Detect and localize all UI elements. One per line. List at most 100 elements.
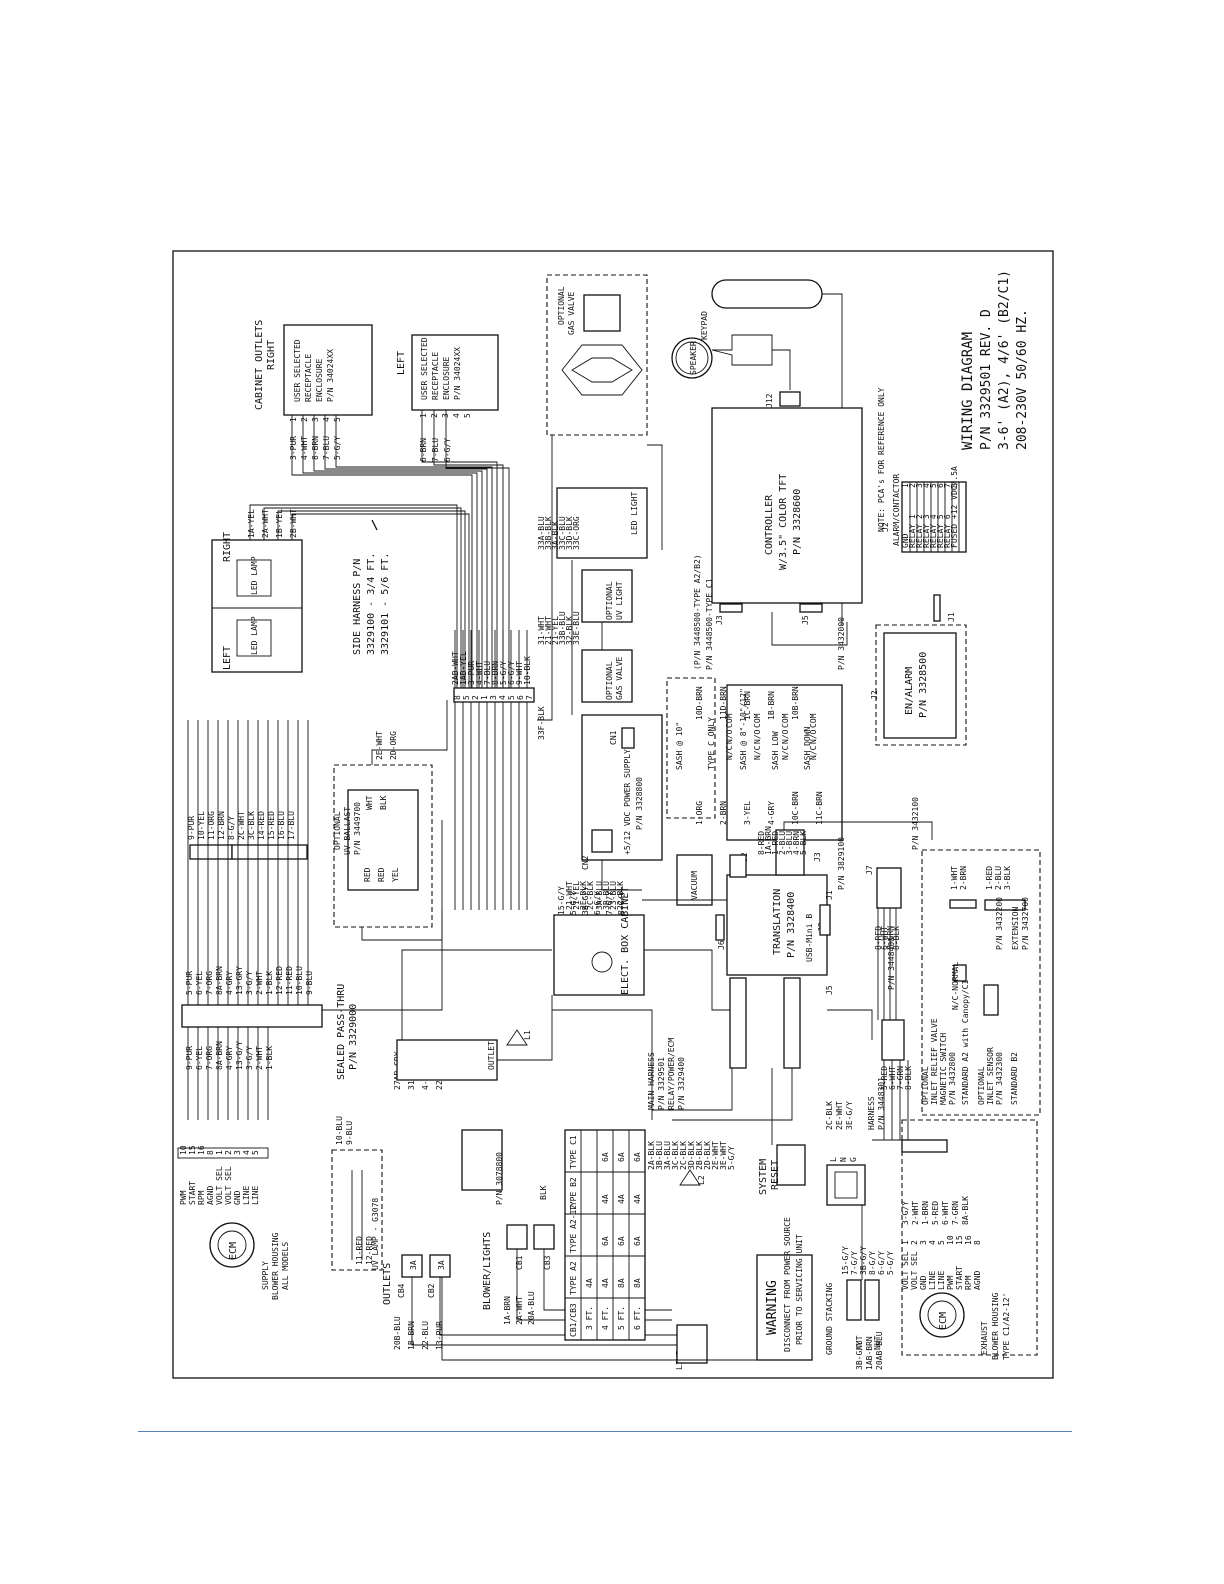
supply-ecm: ECM xyxy=(228,1242,239,1260)
side-harness-label: SIDE HARNESS P/N xyxy=(352,559,363,655)
sash-wire: 1-ORG xyxy=(695,801,704,825)
cb3-label: CB3 xyxy=(543,1255,552,1270)
pass-thru-wire: 13-GRY xyxy=(235,966,244,995)
exhaust-wire: 7-GRN xyxy=(951,1201,960,1225)
exhaust-pin-name: VOLT SEL xyxy=(910,1251,919,1290)
supply-line2: BLOWER HOUSING xyxy=(271,1232,280,1300)
exhaust-pin-num: 2 xyxy=(910,1240,919,1245)
cb-table-header: TYPE A2-12' xyxy=(569,1200,578,1253)
outlets-label: OUTLETS xyxy=(382,1263,393,1305)
speaker-label: SPEAKER xyxy=(689,341,698,375)
outlets-wire: 22-BLU xyxy=(421,1321,430,1350)
ps-wire: 21-WHT xyxy=(565,881,574,910)
exhaust-blower: ECM EXHAUST BLOWER HOUSING TYPE C1/A2-12… xyxy=(901,1119,1038,1360)
translation-wire: 2-BLU xyxy=(778,831,787,855)
right-receptacle-enclosure xyxy=(283,324,373,416)
j7-harness-pn: P/N 3448400 xyxy=(887,937,896,990)
alarm-row-label: RELAY 3 xyxy=(922,514,931,548)
inlet-relief-text: INLET RELIEF VALVE xyxy=(930,1018,939,1105)
optional-gas-valve: OPTIONAL GAS VALVE xyxy=(546,274,648,436)
ground-wire: 8-G/Y xyxy=(868,1251,877,1275)
inlet-relief-text: MAGNETIC SWITCH xyxy=(939,1033,948,1105)
inlet-terminal-label: G xyxy=(849,1157,858,1162)
side-harness-wire: 5-G/Y xyxy=(499,661,508,685)
supply-wire: 2-WHT xyxy=(255,1046,264,1070)
controller-j3: J3 xyxy=(715,615,724,625)
uv-relay-label: OPTIONAL xyxy=(605,581,614,620)
supply-wire: 8A-BRN xyxy=(215,1041,224,1070)
side-harness-wire: 4-WHT xyxy=(475,661,484,685)
supply-wire: 7-ORG xyxy=(205,1046,214,1070)
ps-cn2: CN2 xyxy=(581,855,590,870)
airflow-sensor-wire: 3-BLK xyxy=(1003,866,1012,890)
ps-wire: 23-BLU xyxy=(609,881,618,910)
side-harness-pin: 7 xyxy=(525,695,534,700)
power-supply-line1: +5/12 VDC POWER SUPPLY xyxy=(623,749,632,855)
exhaust-harness-label: HARNESS xyxy=(867,1096,876,1130)
ground-wire: 5-G/Y xyxy=(886,1251,895,1275)
cb-table-cell: 8A xyxy=(633,1278,642,1288)
ps-cn1: CN1 xyxy=(609,730,618,745)
cb-table-header: TYPE C1 xyxy=(569,1135,578,1169)
right-enclosure-text: RECEPTACLE xyxy=(304,354,313,402)
right-outlet-pin: 1 xyxy=(289,417,298,422)
j7-wire: 6-WHT xyxy=(880,926,889,950)
en-alarm-line2: P/N 3328500 xyxy=(918,652,929,718)
side-harness: SIDE HARNESS P/N 3329100 - 3/4 FT. 33291… xyxy=(352,519,535,910)
airflow-sensor-wire: 1-RED xyxy=(985,866,994,890)
relay-wire: 33B-BLU xyxy=(558,611,567,645)
blower-lights-wire: 1A-BRN xyxy=(503,1296,512,1325)
sash-contact: N/C xyxy=(725,745,734,760)
sash-wire: 1B-BRN xyxy=(767,691,776,720)
right-outlet-wire: 5-G/Y xyxy=(333,436,342,460)
left-enclosure-text: P/N 34024XX xyxy=(453,347,462,400)
translation-wire: 1-RED xyxy=(771,831,780,855)
blower-lights: P/N 3078800 BLOWER/LIGHTS CB1 CB3 1A-BRN… xyxy=(461,1129,672,1325)
pass-thru-wire: 4-GRY xyxy=(225,971,234,995)
airflow-sensor-text: OPTIONAL xyxy=(977,1066,986,1105)
supply-wire: 1-BLK xyxy=(265,1046,274,1070)
pass-thru-wire-upper: 2C-WHT xyxy=(237,811,246,840)
main-harness-line2: P/N 3329501 xyxy=(657,1057,666,1110)
exhaust-wire: 2-WHT xyxy=(911,1201,920,1225)
sash-wire: 11C-BRN xyxy=(815,791,824,825)
en-alarm-board: EN/ALARM P/N 3328500 J2 xyxy=(870,624,967,746)
airflow-sensor-text: P/N 3432300 xyxy=(995,1052,1004,1105)
inlet-wire: 20AB-BLU xyxy=(875,1331,884,1370)
title-models: 3-6' (A2), 4/6' (B2/C1) xyxy=(997,270,1012,450)
exhaust-pin-num: 15 xyxy=(955,1235,964,1245)
exhaust-pin-name: RPM xyxy=(964,1275,973,1290)
outlets-wire: 1B-BRN xyxy=(407,1321,416,1350)
exhaust-harness-wire: 7-GRN xyxy=(896,1066,905,1090)
side-harness-wire: 8-BRN xyxy=(491,661,500,685)
translation-wire: 3-BLU xyxy=(785,831,794,855)
relay-wire: 33C-BLU xyxy=(558,516,567,550)
pass-thru-wire-upper: 16-BLU xyxy=(277,811,286,840)
elect-box-wire: 3B-G/Y xyxy=(581,886,590,915)
sash-contact: COM xyxy=(725,713,734,728)
outlet-block: OUTLET L1 L2 xyxy=(396,1029,706,1186)
alarm-row-num: 1 xyxy=(901,483,910,488)
airflow-sensor-standard: STANDARD B2 xyxy=(1010,1052,1019,1105)
main-harness-wire: 3B-BLU xyxy=(655,1141,664,1170)
pass-thru-wire: 11-RED xyxy=(285,966,294,995)
en-alarm-line1: EN/ALARM xyxy=(904,667,915,715)
translation-j5: J5 xyxy=(825,985,834,995)
sash-contact: N/C xyxy=(809,745,818,760)
sash-wire: 10B-BRN xyxy=(791,686,800,720)
cb-table-header: TYPE B2 xyxy=(569,1177,578,1211)
supply-pin-num: 1 xyxy=(215,1150,224,1155)
relay-wire: 33D-BLK xyxy=(565,516,574,550)
airflow-extension: EXTENSION xyxy=(1011,906,1020,950)
pass-thru-wire-upper: 3C-BLK xyxy=(247,811,256,840)
exhaust-harness-wire: 8-BLK xyxy=(904,1066,913,1090)
right-outlet-pin: 5 xyxy=(333,417,342,422)
j7-wire: 8-RED xyxy=(874,926,883,950)
diagram-border xyxy=(172,250,1054,1379)
main-harness: MAIN HARNESS P/N 3329501 RELAY/POWER/ECM… xyxy=(647,1038,793,1170)
pass-thru-wire: 9-BLU xyxy=(305,971,314,995)
exhaust-pin-num: 4 xyxy=(928,1240,937,1245)
side-harness-wire: 9-WHT xyxy=(515,661,524,685)
cb-table-cell: 3 FT. xyxy=(585,1306,594,1330)
